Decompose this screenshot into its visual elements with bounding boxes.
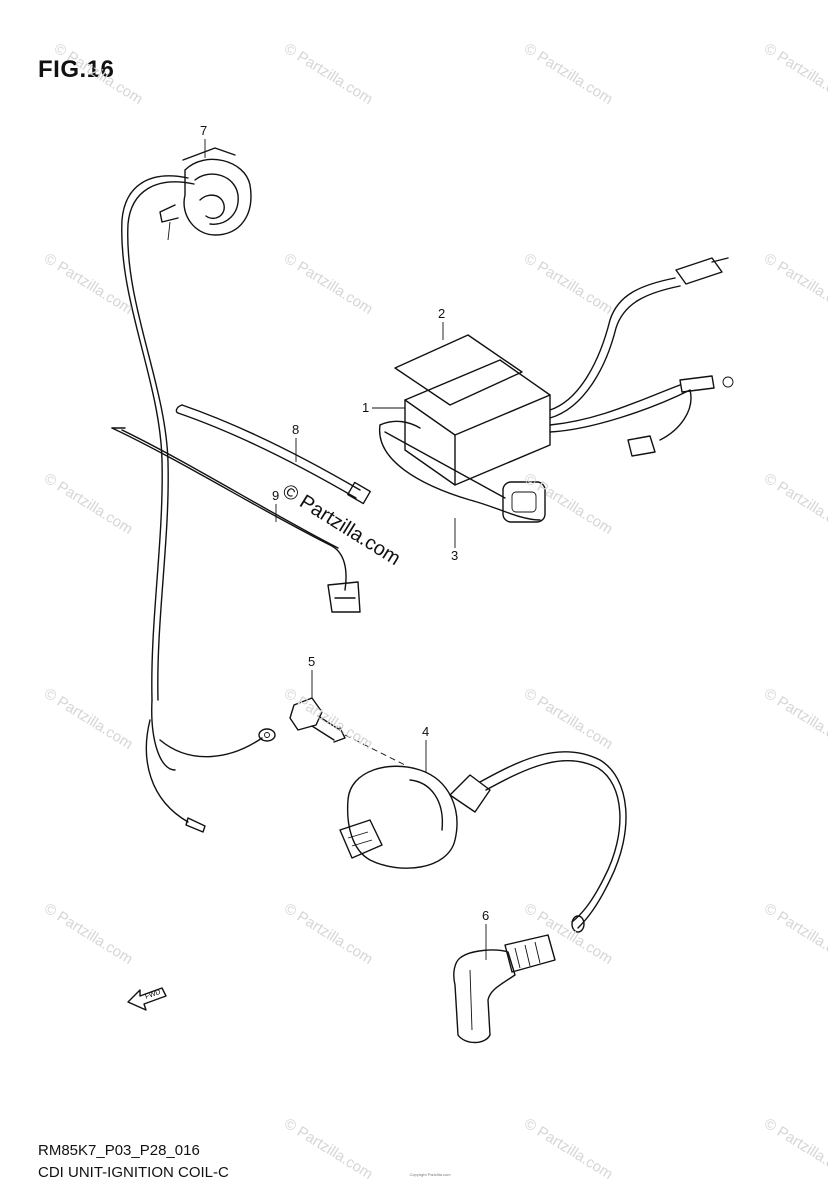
callout-6: 6 — [482, 908, 489, 923]
callouts: 7 2 1 8 9 3 5 4 6 — [200, 123, 489, 960]
ignition-coil-drawing — [339, 751, 627, 933]
callout-9: 9 — [272, 488, 279, 503]
figure-label: FIG.16 — [38, 56, 115, 83]
cable-tie-drawing — [175, 404, 371, 505]
callout-2: 2 — [438, 306, 445, 321]
callout-4: 4 — [422, 724, 429, 739]
spark-plug-cap-drawing — [453, 934, 556, 1044]
copyright-note: Copyright Partzilla.com — [409, 1172, 451, 1177]
cdi-unit-drawing — [379, 257, 734, 523]
bolt-drawing — [289, 697, 406, 766]
diagram-code: RM85K7_P03_P28_016 — [38, 1142, 200, 1159]
callout-5: 5 — [308, 654, 315, 669]
fwd-arrow-icon: FWD — [127, 987, 167, 1011]
diagram-name: CDI UNIT-IGNITION COIL-C — [38, 1164, 229, 1181]
callout-7: 7 — [200, 123, 207, 138]
stator-coil-drawing — [121, 147, 276, 833]
callout-3: 3 — [451, 548, 458, 563]
callout-1: 1 — [362, 400, 369, 415]
cable-clamp-drawing — [111, 427, 361, 613]
callout-8: 8 — [292, 422, 299, 437]
